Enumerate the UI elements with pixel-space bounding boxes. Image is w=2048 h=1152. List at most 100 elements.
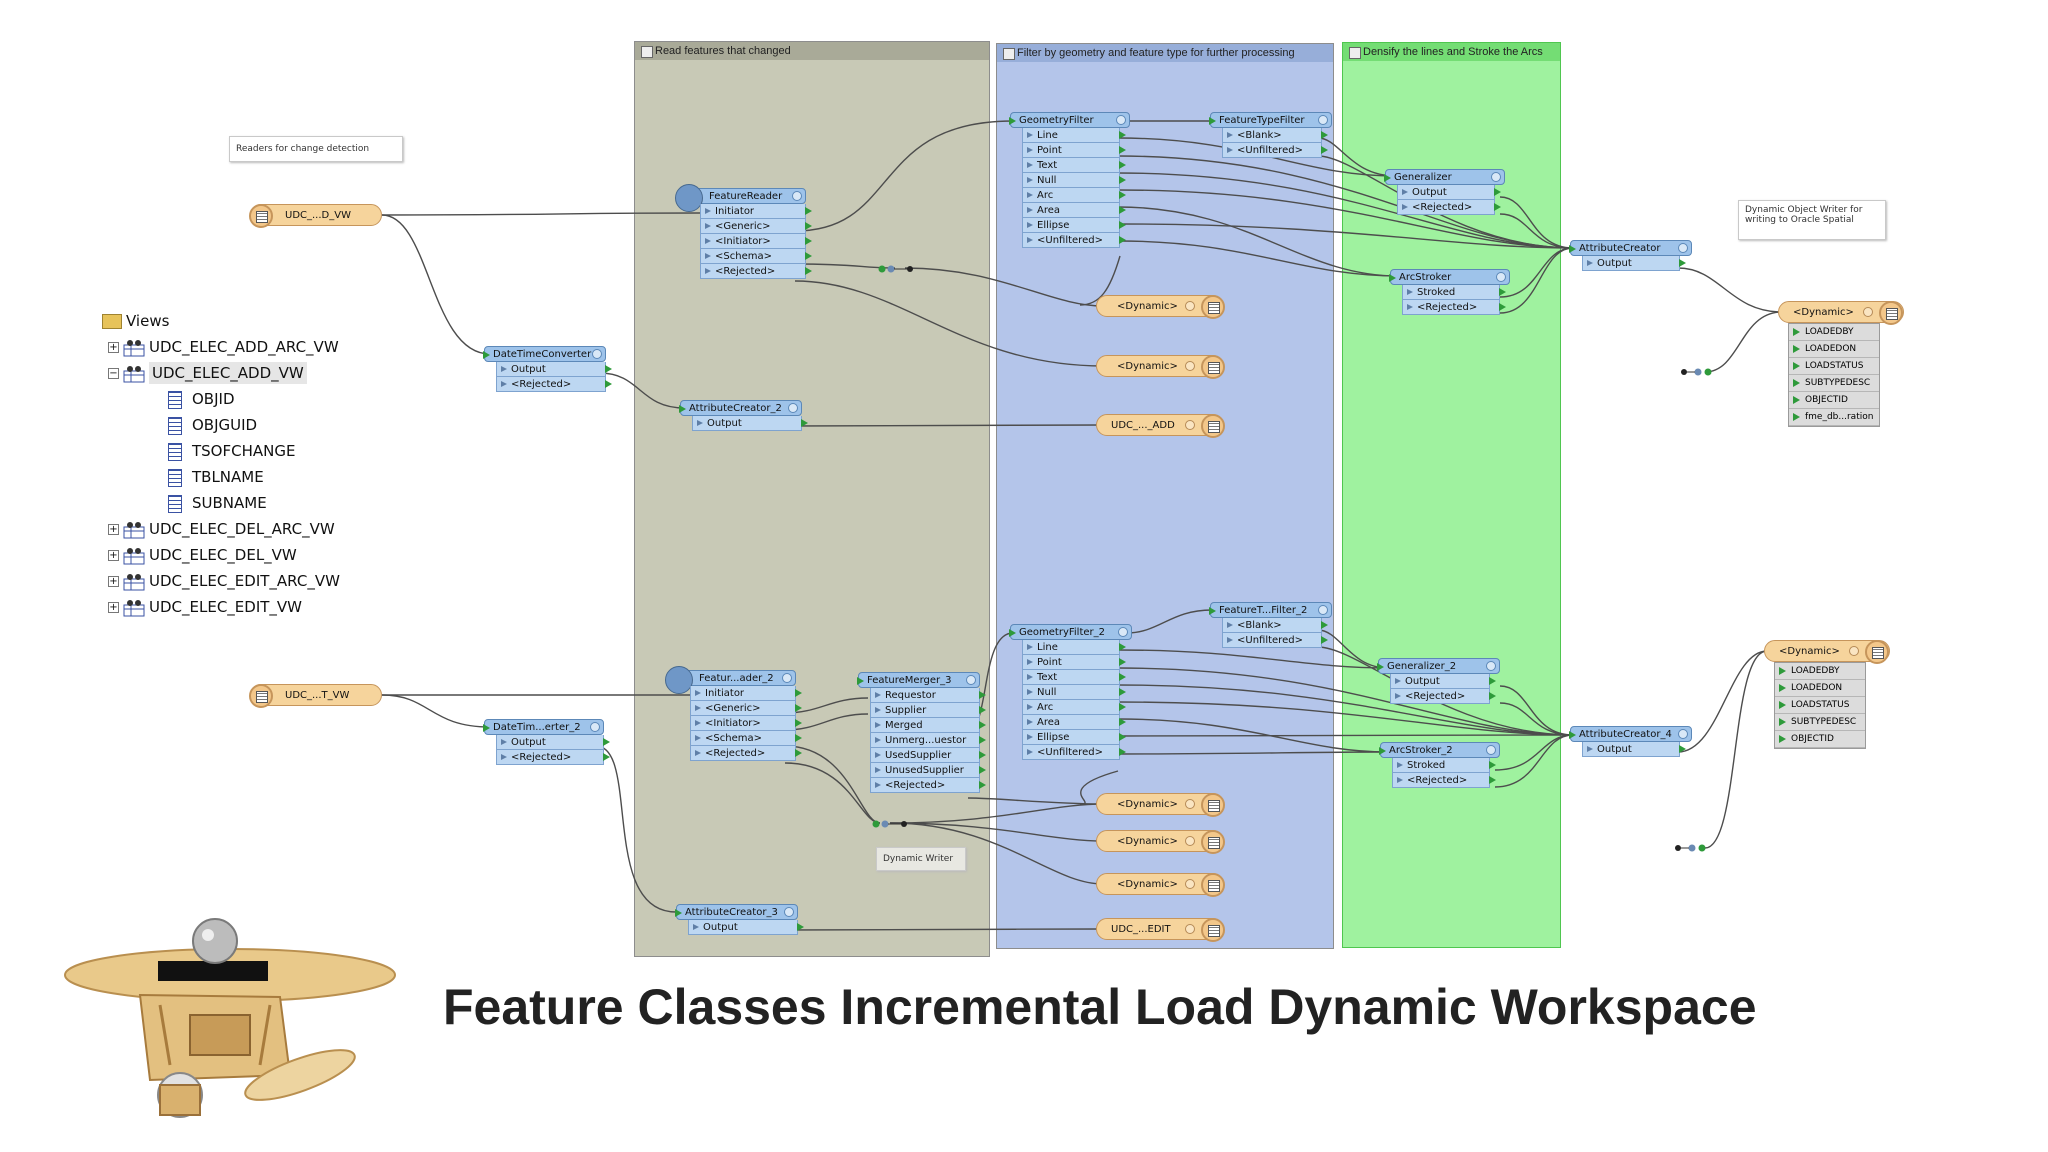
port-initiator-input[interactable]: Initiator [700,204,812,219]
expand-icon[interactable]: + [108,524,119,535]
tree-field[interactable]: SUBNAME [102,490,340,516]
transformer-geometryfilter[interactable]: GeometryFilter Line Point Text Null Arc … [1009,112,1130,248]
port-output[interactable]: Output [1397,185,1501,200]
bookmark-densify-stroke[interactable]: Densify the lines and Stroke the Arcs [1342,42,1561,948]
transformer-featurereader-2[interactable]: Featur...ader_2 Initiator <Generic> <Ini… [665,666,802,761]
port-rejected[interactable]: <Rejected> [700,264,812,279]
gear-icon[interactable] [1849,646,1859,656]
gear-icon[interactable] [792,191,802,201]
gear-icon[interactable] [1185,420,1195,430]
port-arc[interactable]: Arc [1022,700,1126,715]
collapse-icon[interactable]: − [108,368,119,379]
port-requestor[interactable]: Requestor [870,688,986,703]
port-area[interactable]: Area [1022,203,1126,218]
port-output[interactable]: Output [496,362,612,377]
writer-dynamic-4[interactable]: <Dynamic> [1096,830,1225,854]
attribute-item[interactable]: SUBTYPEDESC [1789,375,1879,392]
port-rejected[interactable]: <Rejected> [1390,689,1496,704]
tree-field[interactable]: TSOFCHANGE [102,438,340,464]
transformer-header[interactable]: GeometryFilter [1009,112,1130,128]
gear-icon[interactable] [1678,729,1688,739]
port-null[interactable]: Null [1022,173,1126,188]
gear-icon[interactable] [1863,307,1873,317]
port-output[interactable]: Output [496,735,610,750]
transformer-attributecreator[interactable]: AttributeCreator Output [1569,240,1692,271]
attribute-item[interactable]: LOADEDON [1775,680,1865,697]
transformer-header[interactable]: DateTimeConverter [483,346,606,362]
port-generic[interactable]: <Generic> [700,219,812,234]
junction-icon[interactable] [870,818,910,830]
port-line[interactable]: Line [1022,640,1126,655]
expand-icon[interactable]: + [108,342,119,353]
transformer-featuremerger-3[interactable]: FeatureMerger_3 Requestor Supplier Merge… [857,672,986,793]
transformer-attributecreator-2[interactable]: AttributeCreator_2 Output [679,400,808,431]
gear-icon[interactable] [1496,272,1506,282]
transformer-header[interactable]: Featur...ader_2 [665,666,796,694]
transformer-arcstroker[interactable]: ArcStroker Stroked <Rejected> [1389,269,1510,315]
gear-icon[interactable] [1678,243,1688,253]
transformer-datetimeconverter[interactable]: DateTimeConverter Output <Rejected> [483,346,612,392]
port-rejected[interactable]: <Rejected> [690,746,802,761]
gear-icon[interactable] [1116,115,1126,125]
port-output[interactable]: Output [688,920,804,935]
gear-icon[interactable] [784,907,794,917]
gear-icon[interactable] [1185,361,1195,371]
gear-icon[interactable] [788,403,798,413]
port-line[interactable]: Line [1022,128,1126,143]
writer-dynamic-2[interactable]: <Dynamic> [1096,355,1225,379]
reader-add-vw[interactable]: UDC_...D_VW [249,204,382,228]
attribute-item[interactable]: fme_db...ration [1789,409,1879,426]
port-rejected[interactable]: <Rejected> [496,377,612,392]
navigator-tree[interactable]: Views +UDC_ELEC_ADD_ARC_VW −UDC_ELEC_ADD… [102,308,340,620]
port-used-supplier[interactable]: UsedSupplier [870,748,986,763]
port-generic[interactable]: <Generic> [690,701,802,716]
reader-edit-vw[interactable]: UDC_...T_VW [249,684,382,708]
transformer-header[interactable]: AttributeCreator_3 [675,904,798,920]
gear-icon[interactable] [1185,924,1195,934]
transformer-header[interactable]: ArcStroker [1389,269,1510,285]
gear-icon[interactable] [1118,627,1128,637]
port-point[interactable]: Point [1022,655,1126,670]
port-rejected[interactable]: <Rejected> [1402,300,1506,315]
tree-root[interactable]: Views [102,308,340,334]
port-initiator[interactable]: <Initiator> [700,234,812,249]
port-supplier[interactable]: Supplier [870,703,986,718]
transformer-geometryfilter-2[interactable]: GeometryFilter_2 Line Point Text Null Ar… [1009,624,1132,760]
port-unfiltered[interactable]: <Unfiltered> [1022,233,1126,248]
port-null[interactable]: Null [1022,685,1126,700]
gear-icon[interactable] [1185,879,1195,889]
transformer-featurereader[interactable]: FeatureReader Initiator <Generic> <Initi… [675,184,812,279]
port-output[interactable]: Output [1390,674,1496,689]
attribute-item[interactable]: SUBTYPEDESC [1775,714,1865,731]
port-initiator-input[interactable]: Initiator [690,686,802,701]
tree-field[interactable]: OBJID [102,386,340,412]
transformer-header[interactable]: AttributeCreator_4 [1569,726,1692,742]
port-output[interactable]: Output [1582,256,1686,271]
gear-icon[interactable] [590,722,600,732]
transformer-header[interactable]: GeometryFilter_2 [1009,624,1132,640]
tree-item-view[interactable]: +UDC_ELEC_DEL_ARC_VW [102,516,340,542]
port-rejected[interactable]: <Rejected> [496,750,610,765]
port-stroked[interactable]: Stroked [1402,285,1506,300]
transformer-header[interactable]: FeatureReader [675,184,806,212]
gear-icon[interactable] [1318,605,1328,615]
gear-icon[interactable] [1486,745,1496,755]
transformer-header[interactable]: Generalizer_2 [1377,658,1500,674]
writer-main-dynamic-1[interactable]: <Dynamic> [1778,301,1904,325]
annotation-readers[interactable]: Readers for change detection [229,136,403,162]
port-arc[interactable]: Arc [1022,188,1126,203]
gear-icon[interactable] [1185,799,1195,809]
port-unused-supplier[interactable]: UnusedSupplier [870,763,986,778]
transformer-header[interactable]: FeatureT...Filter_2 [1209,602,1332,618]
port-unfiltered[interactable]: <Unfiltered> [1022,745,1126,760]
writer-main-dynamic-2[interactable]: <Dynamic> [1764,640,1890,664]
transformer-header[interactable]: AttributeCreator [1569,240,1692,256]
tree-field[interactable]: TBLNAME [102,464,340,490]
junction-icon[interactable] [1672,842,1712,854]
port-area[interactable]: Area [1022,715,1126,730]
writer-udc-add[interactable]: UDC_..._ADD [1096,414,1225,438]
writer-dynamic-1[interactable]: <Dynamic> [1096,295,1225,319]
attribute-item[interactable]: LOADEDBY [1775,663,1865,680]
attribute-item[interactable]: LOADEDON [1789,341,1879,358]
